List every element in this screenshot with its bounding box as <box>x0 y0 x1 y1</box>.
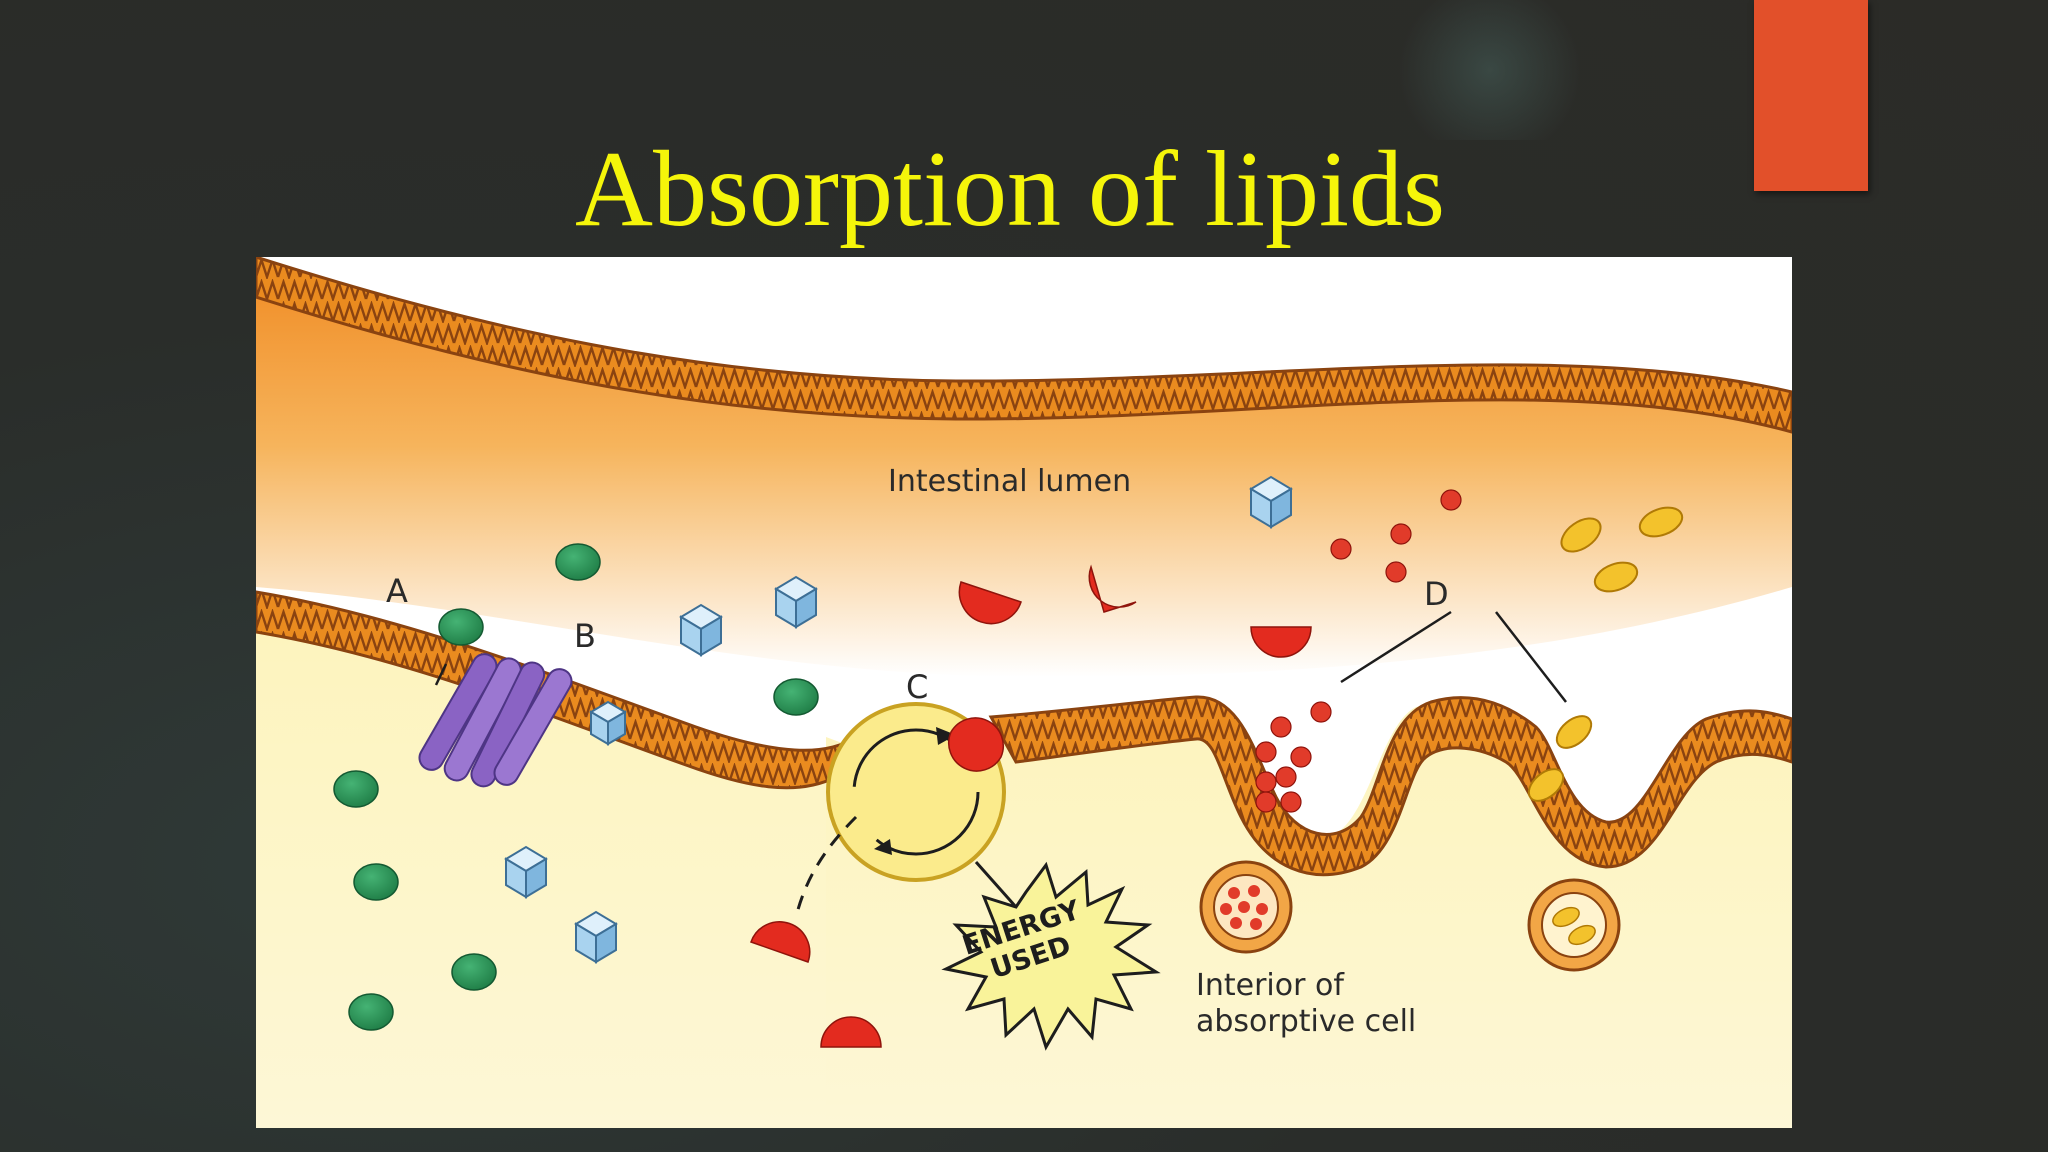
green-molecules <box>333 543 819 1031</box>
label-a: A <box>386 572 408 610</box>
label-d-line-2 <box>1495 611 1567 703</box>
red-semicircles <box>750 564 1312 1048</box>
protein-channel <box>418 653 573 788</box>
background-glow <box>1380 0 1600 140</box>
upper-membrane <box>256 257 1792 434</box>
slide-title: Absorption of lipids <box>574 130 1445 249</box>
cell-interior-region <box>256 612 846 1128</box>
label-d: D <box>1424 575 1449 613</box>
energy-starburst <box>941 861 1161 1051</box>
label-intestinal-lumen: Intestinal lumen <box>888 464 1132 499</box>
label-c: C <box>906 668 929 706</box>
label-interior-line1: Interior of <box>1196 968 1344 1003</box>
diagram-illustration <box>256 257 1792 1128</box>
blue-cubes <box>504 475 1293 964</box>
vesicle-yellow-ovals <box>1527 878 1621 972</box>
vesicle-red-dots <box>1199 860 1293 954</box>
lower-membrane-right <box>988 695 1792 877</box>
label-interior-line2: absorptive cell <box>1196 1004 1417 1039</box>
accent-bar <box>1754 0 1868 191</box>
yellow-ovals <box>1527 506 1684 802</box>
lipid-absorption-diagram: Intestinal lumen A B C D Interior of abs… <box>256 257 1792 1128</box>
label-d-line-1 <box>1340 610 1452 684</box>
lumen-region <box>256 257 1792 677</box>
transport-path <box>794 815 858 918</box>
red-dots <box>1255 489 1462 813</box>
label-a-line <box>434 663 448 686</box>
label-b: B <box>574 617 596 655</box>
